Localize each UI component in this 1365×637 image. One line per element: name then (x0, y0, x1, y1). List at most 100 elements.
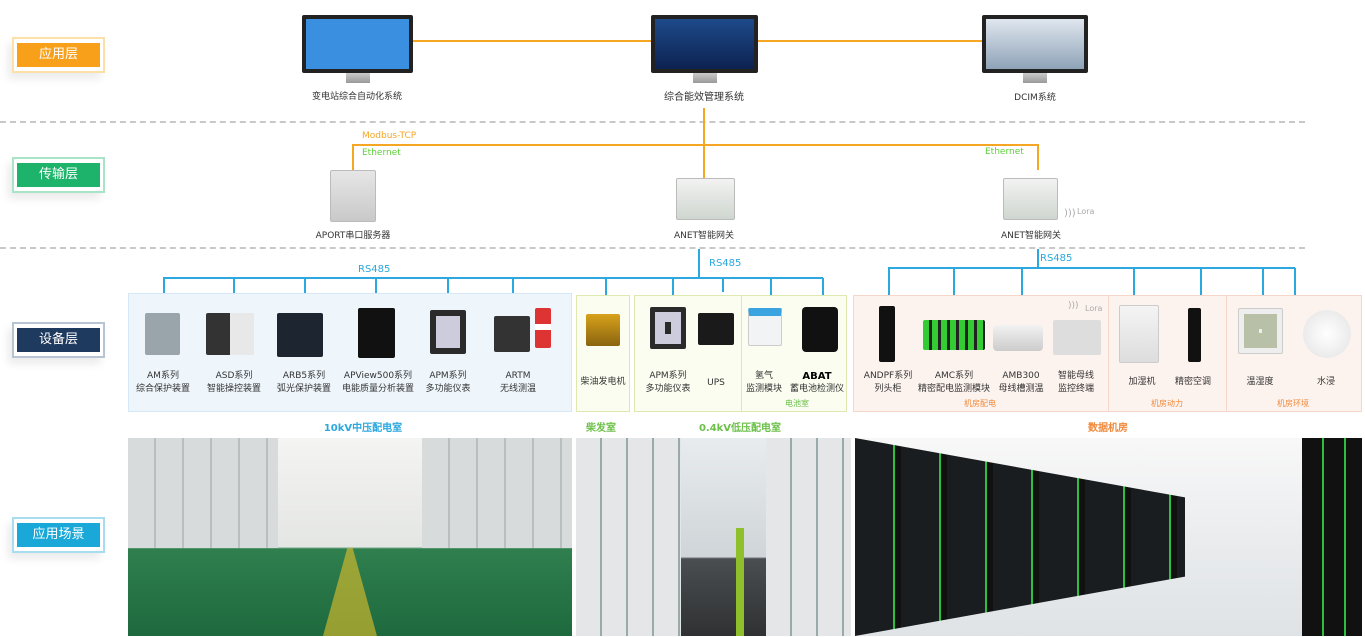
device-desc: 智能操控装置 (206, 384, 262, 394)
device-label: APView500系列电能质量分析装置 (342, 370, 414, 396)
protocol-label: Ethernet (985, 147, 1024, 157)
rs485-label: RS485 (1040, 253, 1073, 264)
device-name: 氢气 (754, 371, 774, 381)
anet-gateway-image (676, 178, 735, 220)
apm-device-image (430, 310, 466, 354)
device-name: ANDPF系列 (863, 371, 913, 381)
device-name: APM系列 (649, 371, 687, 381)
device-name: APM系列 (429, 371, 467, 381)
humidifier-image (1119, 305, 1159, 363)
device-desc: 电能质量分析装置 (341, 384, 415, 394)
wifi-icon: ))) (1064, 208, 1076, 219)
rs485-drop-line (233, 278, 235, 296)
rs485-drop-line (672, 278, 674, 300)
monitor-dcim-system (982, 15, 1088, 73)
divider (1108, 295, 1109, 412)
device-label: 精密空调 (1174, 377, 1212, 387)
device-label: 柴油发电机 (580, 377, 626, 387)
rs485-drop-line (163, 278, 165, 296)
device-label: ASD系列智能操控装置 (207, 370, 261, 396)
layer-label-transport: 传输层 (12, 157, 105, 193)
temp-humidity-sensor-image (1238, 308, 1283, 354)
device-label: 氢气监测模块 (746, 370, 782, 396)
section-title: 数据机房 (1088, 423, 1128, 434)
link-line (758, 40, 982, 42)
device-desc: 无线测温 (499, 384, 537, 394)
subgroup-label: 机房动力 (1151, 399, 1183, 408)
link-line (352, 144, 354, 170)
device-name: AMB300 (1002, 371, 1040, 381)
gateway-label: ANET智能网关 (673, 231, 735, 241)
diesel-generator-image (586, 314, 620, 346)
rs485-drop-line (1133, 268, 1135, 298)
layer-label-device: 设备层 (12, 322, 105, 358)
link-line (413, 40, 651, 42)
divider (1226, 295, 1227, 412)
app-label: 变电站综合自动化系统 (311, 92, 403, 102)
rs485-label: RS485 (709, 258, 742, 269)
amc-module-image (923, 320, 985, 350)
arb5-device-image (277, 313, 323, 357)
device-label: AMC系列精密配电监测模块 (918, 370, 990, 396)
device-name: APView500系列 (343, 371, 413, 381)
device-desc: 综合保护装置 (135, 384, 191, 394)
mv-room-photo (128, 438, 572, 636)
apm-device-image (650, 307, 686, 349)
rs485-drop-line (1262, 268, 1264, 298)
layer-text: 设备层 (17, 328, 100, 352)
water-leak-sensor-image (1303, 310, 1351, 358)
rs485-drop-line (512, 278, 514, 296)
rs485-drop-line (722, 278, 724, 292)
layer-label-application: 应用层 (12, 37, 105, 73)
precision-ac-image (1188, 308, 1201, 362)
device-label: 温湿度 (1246, 377, 1274, 387)
am-device-image (145, 313, 180, 355)
anet-gateway-image (1003, 178, 1058, 220)
mv-device-group (128, 293, 572, 412)
protocol-label: Ethernet (362, 148, 401, 158)
artm-sensor-image (535, 308, 551, 348)
rs485-drop-line (770, 278, 772, 300)
monitor-stand (346, 73, 370, 83)
wifi-icon: ))) (1068, 301, 1079, 311)
device-label: UPS (707, 378, 725, 388)
artm-device-image (494, 316, 530, 352)
rs485-drop-line (888, 268, 890, 306)
apview500-device-image (358, 308, 395, 358)
device-desc: 列头柜 (874, 384, 902, 394)
device-label: AMB300 母线槽测温 (998, 370, 1043, 396)
divider (0, 121, 1305, 123)
app-label: 综合能效管理系统 (664, 92, 744, 103)
monitor-substation-system (302, 15, 413, 73)
device-name: AMC系列 (934, 371, 974, 381)
lv-room-photo (576, 438, 851, 636)
device-label: ANDPF系列列头柜 (864, 370, 912, 396)
lora-label: Lora (1077, 207, 1095, 216)
rs485-drop-line (304, 278, 306, 296)
layer-label-scene: 应用场景 (12, 517, 105, 553)
device-name: ARB5系列 (282, 371, 326, 381)
rs485-line (1037, 249, 1039, 268)
device-label: APM系列多功能仪表 (425, 370, 470, 396)
subgroup-label: 电池室 (785, 399, 809, 408)
rs485-drop-line (605, 278, 607, 298)
device-desc: 多功能仪表 (645, 384, 691, 394)
layer-text: 应用层 (17, 43, 100, 67)
link-line (352, 144, 1039, 146)
amb300-image (993, 325, 1043, 351)
section-title: 10kV中压配电室 (323, 423, 403, 434)
asd-device-image (206, 313, 254, 355)
monitor-stand (693, 73, 717, 83)
device-label: APM系列多功能仪表 (645, 370, 690, 396)
rs485-drop-line (1294, 268, 1296, 298)
rs485-line (163, 277, 823, 279)
rs485-drop-line (375, 278, 377, 296)
layer-text: 应用场景 (17, 523, 100, 547)
device-label: 智能母线监控终端 (1058, 370, 1094, 396)
device-desc: 母线槽测温 (998, 384, 1044, 394)
rs485-drop-line (1021, 268, 1023, 306)
subgroup-label: 机房配电 (964, 399, 996, 408)
andpf-cabinet-image (879, 306, 895, 362)
ups-image (698, 313, 734, 345)
